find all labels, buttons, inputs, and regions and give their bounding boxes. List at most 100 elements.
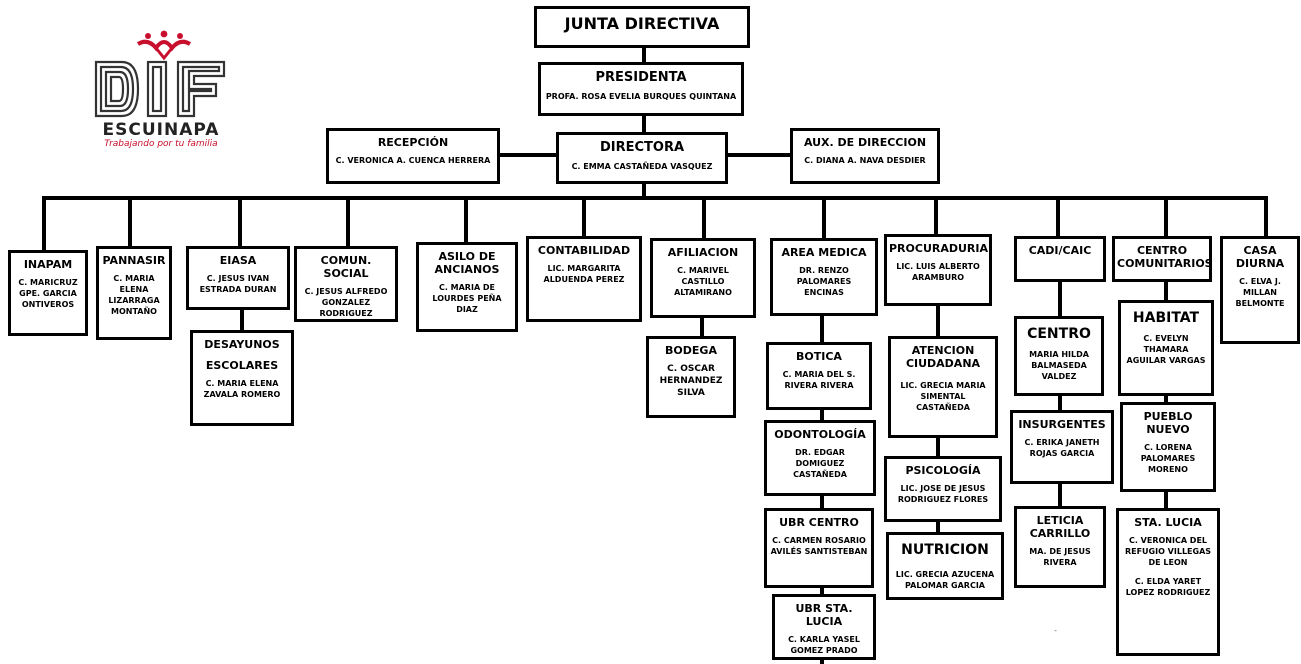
odontologia-name: DR. EDGAR DOMIGUEZ CASTAÑEDA [793, 448, 847, 479]
habitat-title: HABITAT [1132, 310, 1200, 326]
recepcion-title: RECEPCIÓN [377, 136, 449, 149]
nutricion-name: LIC. GRECIA AZUCENA PALOMAR GARCIA [895, 570, 995, 590]
dept-title: AFILIACION [667, 246, 739, 259]
dept-name: C. MARIVEL CASTILLO ALTAMIRANO [674, 266, 732, 297]
connector-vertical-main [642, 48, 646, 198]
connector-sub [240, 310, 244, 334]
botica-box: BOTICA C. MARIA DEL S. RIVERA RIVERA [766, 342, 872, 410]
atencion-name: LIC. GRECIA MARIA SIMENTAL CASTAÑEDA [900, 381, 986, 412]
dept-name: C. MARICRUZ GPE. GARCIA ONTIVEROS [18, 278, 78, 309]
nutricion-box: NUTRICION LIC. GRECIA AZUCENA PALOMAR GA… [886, 532, 1004, 600]
desayunos-box: DESAYUNOS ESCOLARES C. MARIA ELENA ZAVAL… [190, 330, 294, 426]
ubr-centro-box: UBR CENTRO C. CARMEN ROSARIO AVILÉS SANT… [764, 508, 874, 588]
leticia-carrillo-box: LETICIA CARRILLO MA. DE JESUS RIVERA [1014, 506, 1106, 588]
junta-directiva-title: JUNTA DIRECTIVA [564, 14, 720, 33]
dept-title: INAPAM [23, 258, 73, 271]
bodega-box: BODEGA C. OSCAR HERNANDEZ SILVA [646, 336, 736, 418]
dept-centro-comunitarios: CENTRO COMUNITARIOS [1112, 236, 1212, 282]
dept-title: AREA MEDICA [781, 246, 867, 259]
psicologia-box: PSICOLOGÍA LIC. JOSE DE JESUS RODRIGUEZ … [884, 456, 1002, 522]
dept-title: CADI/CAIC [1028, 244, 1092, 257]
connector-drop [238, 196, 242, 246]
dept-pannasir: PANNASIR C. MARIA ELENA LIZARRAGA MONTAÑ… [96, 246, 172, 340]
ubr-centro-name: C. CARMEN ROSARIO AVILÉS SANTISTEBAN [770, 536, 868, 556]
centro-box: CENTRO MARIA HILDA BALMASEDA VALDEZ [1014, 316, 1104, 396]
connector-drop [346, 196, 350, 246]
dept-title: EIASA [219, 254, 257, 267]
logo-name: ESCUINAPA [102, 120, 220, 140]
connector-drop [702, 196, 706, 238]
dept-name: C. JESUS ALFREDO GONZALEZ RODRIGUEZ [304, 287, 388, 318]
dept-name: DR. RENZO PALOMARES ENCINAS [796, 266, 852, 297]
pueblo-nuevo-box: PUEBLO NUEVO C. LORENA PALOMARES MORENO [1120, 402, 1216, 492]
dept-asilo: ASILO DE ANCIANOS C. MARIA DE LOURDES PE… [416, 242, 518, 332]
dept-procuraduria: PROCURADURIA LIC. LUIS ALBERTO ARAMBURO [884, 234, 992, 306]
dept-comun-social: COMUN. SOCIAL C. JESUS ALFREDO GONZALEZ … [294, 246, 398, 322]
desayunos-name: C. MARIA ELENA ZAVALA ROMERO [203, 379, 281, 399]
botica-name: C. MARIA DEL S. RIVERA RIVERA [782, 370, 856, 390]
nutricion-title: NUTRICION [901, 542, 989, 558]
psicologia-title: PSICOLOGÍA [905, 464, 981, 477]
habitat-name: C. EVELYN THAMARA AGUILAR VARGAS [1126, 334, 1206, 365]
dept-title: CENTRO COMUNITARIOS [1117, 244, 1212, 270]
dept-title: PANNASIR [102, 254, 166, 267]
leticia-name: MA. DE JESUS RIVERA [1029, 547, 1091, 567]
habitat-box: HABITAT C. EVELYN THAMARA AGUILAR VARGAS [1118, 300, 1214, 396]
dept-cadi-caic: CADI/CAIC [1014, 236, 1106, 282]
atencion-ciudadana-box: ATENCION CIUDADANA LIC. GRECIA MARIA SIM… [888, 336, 998, 438]
dept-casa-diurna: CASA DIURNA C. ELVA J. MILLAN BELMONTE [1220, 236, 1300, 344]
desayunos-title: DESAYUNOS [204, 338, 280, 351]
ubr-centro-title: UBR CENTRO [779, 516, 859, 529]
dif-logo-mark [94, 30, 226, 118]
recepcion-name: C. VERONICA A. CUENCA HERRERA [335, 156, 491, 165]
connector-drop [1164, 196, 1168, 236]
aux-direccion-box: AUX. DE DIRECCION C. DIANA A. NAVA DESDI… [790, 128, 940, 184]
connector-drop [1264, 196, 1268, 236]
sta-lucia-box: STA. LUCIA C. VERONICA DEL REFUGIO VILLE… [1116, 508, 1220, 656]
ubr-sta-lucia-title: UBR STA. LUCIA [795, 602, 853, 628]
dept-eiasa: EIASA C. JESUS IVAN ESTRADA DURAN [186, 246, 290, 310]
atencion-title: ATENCION CIUDADANA [905, 344, 981, 370]
leticia-title: LETICIA CARRILLO [1029, 514, 1091, 540]
insurgentes-box: INSURGENTES C. ERIKA JANETH ROJAS GARCIA [1010, 410, 1114, 484]
directora-title: DIRECTORA [599, 140, 685, 155]
dept-inapam: INAPAM C. MARICRUZ GPE. GARCIA ONTIVEROS [8, 250, 88, 336]
insurgentes-title: INSURGENTES [1018, 418, 1106, 431]
odontologia-title: ODONTOLOGÍA [774, 428, 866, 441]
dept-name: C. JESUS IVAN ESTRADA DURAN [199, 274, 277, 294]
dif-logo: ESCUINAPA Trabajando por tu familia [86, 28, 236, 153]
ubr-sta-lucia-box: UBR STA. LUCIA C. KARLA YASEL GOMEZ PRAD… [772, 594, 876, 660]
sta-lucia-title: STA. LUCIA [1134, 516, 1202, 529]
junta-directiva-box: JUNTA DIRECTIVA [534, 6, 750, 48]
directora-box: DIRECTORA C. EMMA CASTAÑEDA VASQUEZ [556, 132, 728, 184]
presidenta-name: PROFA. ROSA EVELIA BURQUES QUINTANA [545, 92, 737, 101]
desayunos-title-2: ESCOLARES [205, 359, 279, 372]
connector-horizontal-departments [42, 196, 1268, 200]
botica-title: BOTICA [796, 350, 842, 363]
aux-direccion-name: C. DIANA A. NAVA DESDIER [804, 156, 926, 165]
dept-name: C. MARIA ELENA LIZARRAGA MONTAÑO [108, 274, 160, 316]
insurgentes-name: C. ERIKA JANETH ROJAS GARCIA [1024, 438, 1100, 458]
dept-name: C. MARIA DE LOURDES PEÑA DIAZ [432, 283, 502, 314]
dept-name: LIC. MARGARITA ALDUENDA PEREZ [543, 264, 625, 284]
connector-sub [936, 306, 940, 578]
dept-title: ASILO DE ANCIANOS [434, 250, 500, 276]
footnote-mark: - [1054, 626, 1057, 635]
connector-sub [700, 318, 704, 338]
aux-direccion-title: AUX. DE DIRECCION [803, 136, 927, 149]
psicologia-name: LIC. JOSE DE JESUS RODRIGUEZ FLORES [897, 484, 989, 504]
dept-title: COMUN. SOCIAL [320, 254, 372, 280]
centro-title: CENTRO [1027, 326, 1091, 342]
ubr-sta-lucia-name: C. KARLA YASEL GOMEZ PRADO [788, 635, 860, 655]
presidenta-box: PRESIDENTA PROFA. ROSA EVELIA BURQUES QU… [538, 62, 744, 116]
dept-area-medica: AREA MEDICA DR. RENZO PALOMARES ENCINAS [770, 238, 878, 316]
connector-drop [582, 196, 586, 236]
sta-lucia-name: C. VERONICA DEL REFUGIO VILLEGAS DE LEON [1124, 536, 1212, 567]
directora-name: C. EMMA CASTAÑEDA VASQUEZ [571, 162, 713, 171]
dept-title: PROCURADURIA [889, 242, 989, 255]
dept-name: LIC. LUIS ALBERTO ARAMBURO [896, 262, 980, 282]
dept-contabilidad: CONTABILIDAD LIC. MARGARITA ALDUENDA PER… [526, 236, 642, 322]
pueblo-name: C. LORENA PALOMARES MORENO [1140, 443, 1196, 474]
logo-tagline: Trabajando por tu familia [104, 139, 218, 149]
sta-lucia-name-2: C. ELDA YARET LOPEZ RODRIGUEZ [1125, 577, 1211, 597]
